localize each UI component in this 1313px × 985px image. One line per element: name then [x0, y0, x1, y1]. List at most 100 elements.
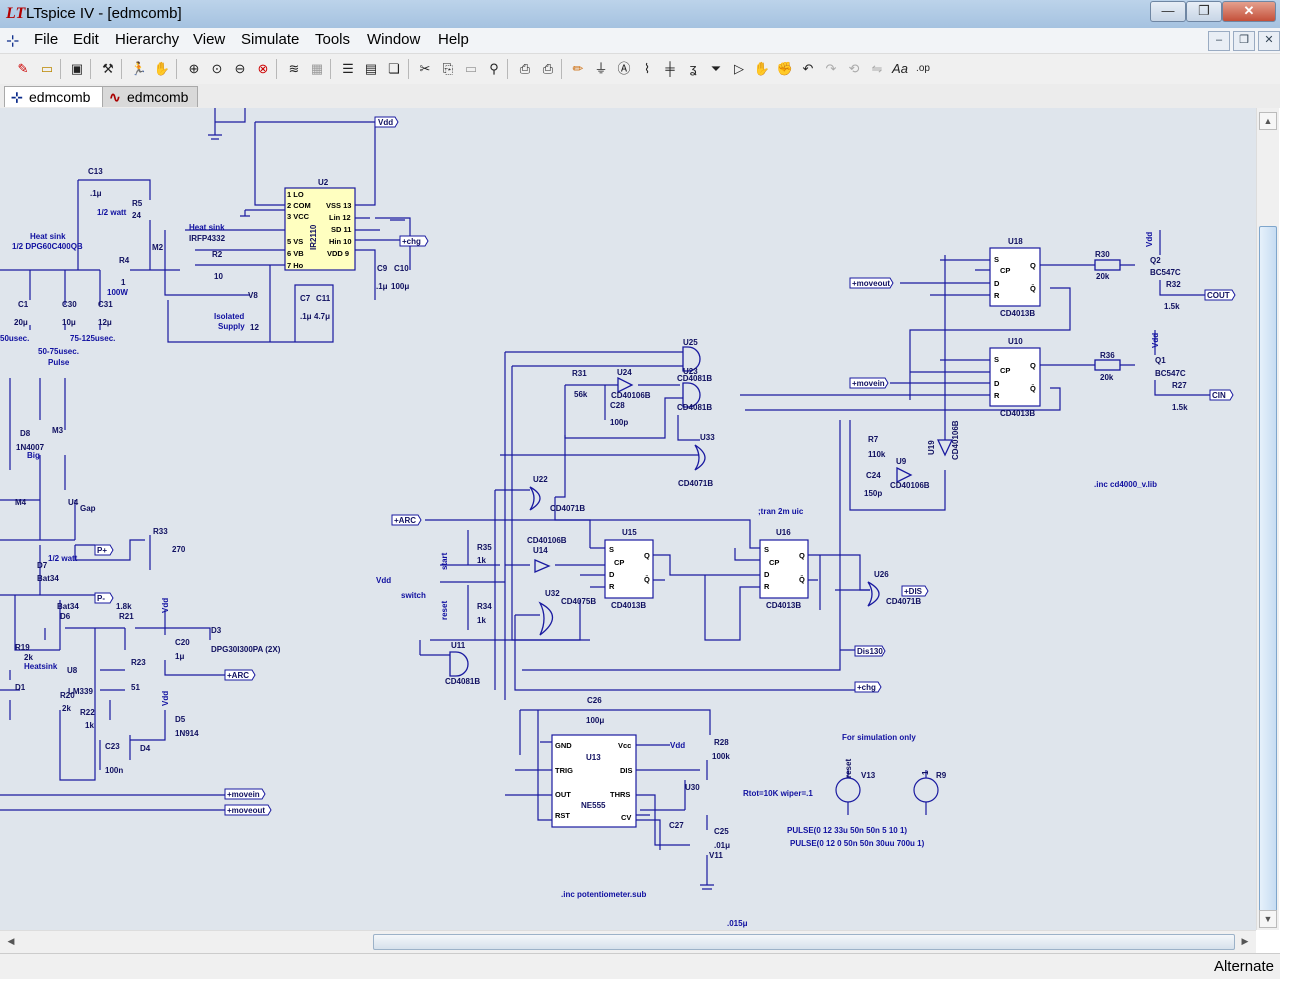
- ref-u26: U26: [874, 570, 889, 579]
- find-icon[interactable]: ⚲: [489, 61, 499, 76]
- horizontal-scroll-thumb[interactable]: [373, 934, 1235, 950]
- net-label-arc-2: +ARC: [227, 671, 249, 680]
- horizontal-scrollbar[interactable]: ◀ ▶: [0, 930, 1256, 953]
- menu-file[interactable]: File: [34, 31, 59, 48]
- ref-c23: D4: [140, 744, 151, 753]
- schematic-canvas[interactable]: Vdd +chg +moveout +movein COUT CIN +ARC …: [0, 108, 1256, 930]
- value-u26: CD4071B: [886, 597, 921, 606]
- menu-view[interactable]: View: [193, 31, 226, 48]
- note-100w: 100W: [107, 288, 128, 297]
- redo-icon[interactable]: ↷: [825, 61, 837, 76]
- value-r22: 1N914: [175, 729, 199, 738]
- menu-help[interactable]: Help: [438, 31, 469, 48]
- move-icon[interactable]: ✋: [753, 61, 771, 76]
- scroll-left-icon[interactable]: ◀: [7, 936, 15, 946]
- note-vdd-r22: Vdd: [161, 691, 170, 706]
- spice-directive-icon[interactable]: .op: [916, 63, 930, 74]
- cut-icon[interactable]: ✂: [419, 61, 431, 76]
- label-net-icon[interactable]: Ⓐ: [617, 61, 631, 76]
- minimize-button[interactable]: —: [1150, 1, 1186, 22]
- value-r7: 110k: [868, 450, 886, 459]
- pan-icon[interactable]: ⊙: [211, 61, 223, 76]
- menu-hierarchy[interactable]: Hierarchy: [115, 31, 180, 48]
- rotate-icon[interactable]: ⟲: [848, 61, 860, 76]
- autoscale-icon[interactable]: ≋: [288, 61, 300, 76]
- print-preview-icon[interactable]: ⎙: [519, 61, 531, 76]
- print-icon[interactable]: ⎙: [542, 61, 554, 76]
- maximize-button[interactable]: ❐: [1186, 1, 1222, 22]
- scroll-right-icon[interactable]: ▶: [1241, 936, 1249, 946]
- pin-ff-s: S: [994, 355, 999, 364]
- mdi-close-button[interactable]: ✕: [1258, 31, 1280, 51]
- vertical-scrollbar[interactable]: ▲ ▼: [1256, 108, 1279, 930]
- tab-waveform[interactable]: ∿edmcomb: [102, 86, 198, 107]
- zoom-out-icon[interactable]: ⊖: [234, 61, 246, 76]
- capacitor-icon[interactable]: ╪: [665, 61, 675, 76]
- inductor-icon[interactable]: ʓ: [689, 61, 697, 76]
- pin-ff-q: Q: [1030, 261, 1036, 270]
- control-panel-icon[interactable]: ⚒: [102, 61, 114, 76]
- mdi-minimize-button[interactable]: –: [1208, 31, 1230, 51]
- pin-u13-trig: TRIG: [555, 766, 573, 775]
- open-icon[interactable]: ▭: [40, 61, 54, 76]
- net-label-cout: COUT: [1207, 291, 1230, 300]
- ref-c24: C24: [866, 471, 881, 480]
- ref-c11: C11: [316, 294, 331, 303]
- ref-m3: M4: [15, 498, 27, 507]
- mdi-restore-button[interactable]: ❐: [1233, 31, 1255, 51]
- copy-icon[interactable]: ⎘: [442, 61, 454, 76]
- scroll-up-icon[interactable]: ▲: [1259, 112, 1277, 130]
- note-rtot: Rtot=10K wiper=.1: [743, 789, 813, 798]
- value-d6: 1.8k: [116, 602, 132, 611]
- tile-vertical-icon[interactable]: ▤: [364, 61, 378, 76]
- draw-wire-icon[interactable]: ✏: [572, 61, 584, 76]
- pin-ff-d: D: [764, 570, 770, 579]
- menu-edit[interactable]: Edit: [73, 31, 99, 48]
- resistor-icon[interactable]: ⌇: [643, 61, 651, 76]
- menu-window[interactable]: Window: [367, 31, 421, 48]
- cascade-icon[interactable]: ❏: [388, 61, 400, 76]
- tile-horizontal-icon[interactable]: ☰: [342, 61, 354, 76]
- menu-tools[interactable]: Tools: [315, 31, 351, 48]
- pin-ff-cp: CP: [614, 558, 624, 567]
- value-q1: BC547C: [1155, 369, 1186, 378]
- zoom-in-icon[interactable]: ⊕: [188, 61, 200, 76]
- undo-icon[interactable]: ↶: [802, 61, 814, 76]
- component-icon[interactable]: ▷: [734, 61, 744, 76]
- halt-icon[interactable]: ✋: [153, 61, 171, 76]
- new-schematic-icon[interactable]: ✎: [17, 61, 29, 76]
- menu-bar: ⊹ File Edit Hierarchy View Simulate Tool…: [0, 28, 1280, 53]
- ref-d5: C23: [105, 742, 120, 751]
- zoom-cancel-icon[interactable]: ⊗: [257, 61, 269, 76]
- pin-u13-gnd: GND: [555, 741, 572, 750]
- paste-icon[interactable]: ▭: [464, 61, 478, 76]
- run-icon[interactable]: 🏃: [130, 61, 148, 76]
- ref-r23: R20: [60, 691, 75, 700]
- ref-u24: U24: [617, 368, 632, 377]
- ground-icon[interactable]: ⏚: [594, 61, 608, 76]
- directive-pulse-start: PULSE(0 12 33u 50n 50n 5 10 1): [787, 826, 907, 835]
- value-c31: 12μ: [98, 318, 112, 327]
- drag-icon[interactable]: ✊: [776, 61, 794, 76]
- scroll-down-icon[interactable]: ▼: [1259, 910, 1277, 928]
- schematic-doc-icon[interactable]: ⊹: [6, 33, 20, 50]
- save-icon[interactable]: ▣: [70, 61, 84, 76]
- menu-simulate[interactable]: Simulate: [241, 31, 300, 48]
- mirror-icon[interactable]: ⇋: [871, 61, 883, 76]
- close-button[interactable]: ✕: [1222, 1, 1276, 22]
- value-r21: 1μ: [175, 652, 184, 661]
- note-switch: switch: [401, 591, 426, 600]
- ref-u16: U16: [776, 528, 791, 537]
- ref-u33: U33: [700, 433, 715, 442]
- value-u32: CD4075B: [561, 597, 596, 606]
- vertical-scroll-thumb[interactable]: [1259, 226, 1277, 916]
- diode-icon[interactable]: ⏷: [710, 61, 722, 76]
- text-icon[interactable]: Aa: [892, 61, 908, 76]
- note-big: Big: [27, 451, 40, 460]
- waveform-icon[interactable]: ▦: [310, 61, 324, 76]
- ref-r20: R22: [80, 708, 95, 717]
- ref-m2: M2: [152, 243, 164, 252]
- tab-schematic[interactable]: ⊹edmcomb: [4, 86, 106, 107]
- value-r28: 100k: [712, 752, 730, 761]
- ref-r31: R31: [572, 369, 587, 378]
